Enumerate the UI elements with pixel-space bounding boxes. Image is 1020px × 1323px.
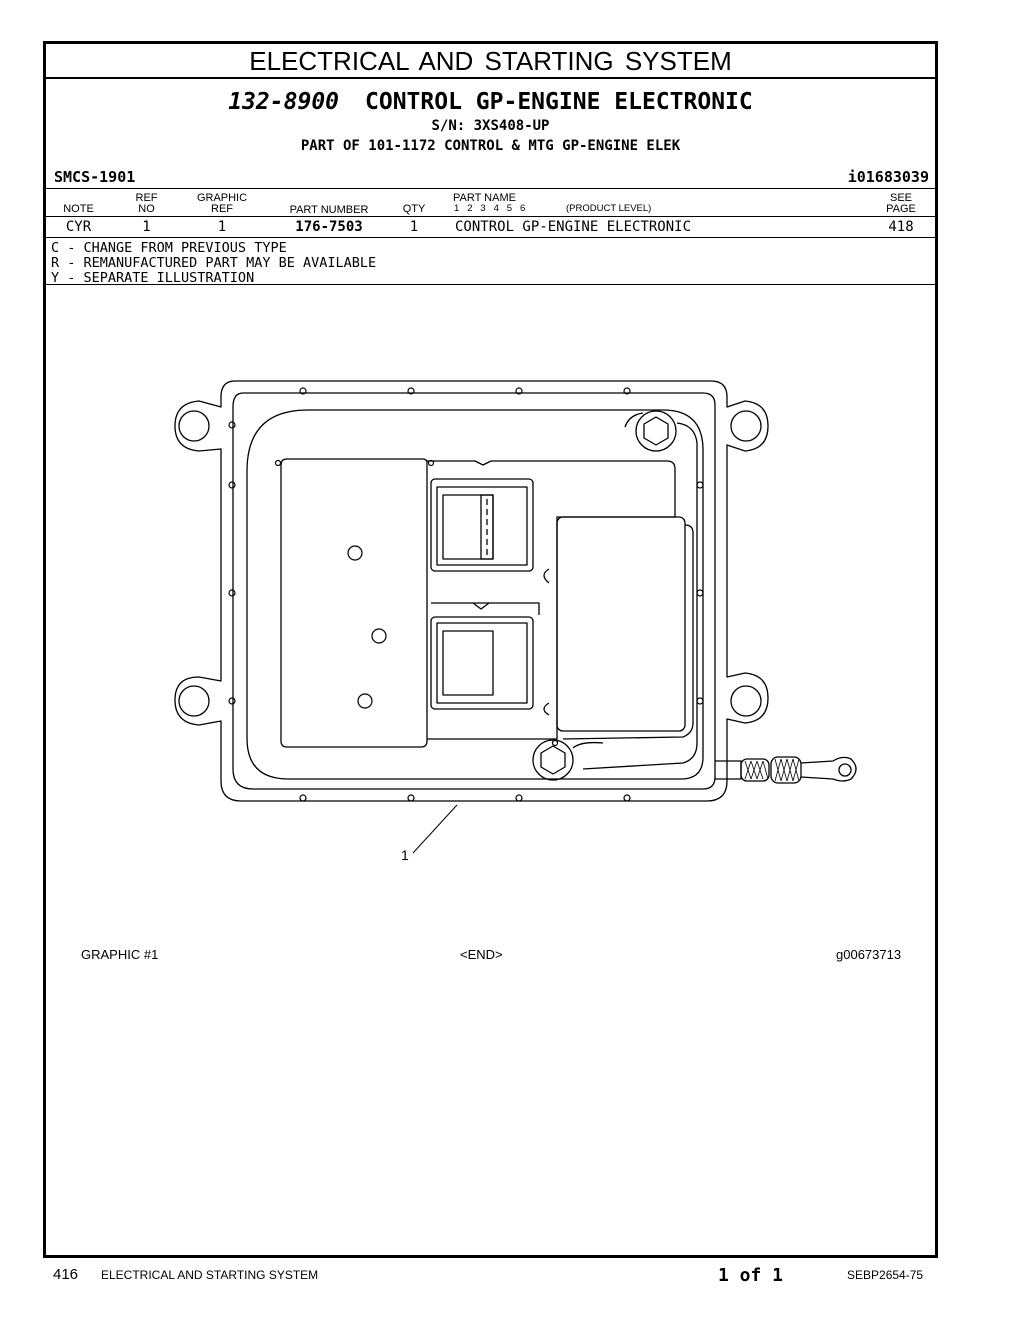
col-graphic-header-1: GRAPHIC [196,192,248,204]
col-see-page-header-2: PAGE [886,203,916,215]
group-part-number: 132-8900 [228,89,340,115]
table-bottom-rule [46,237,935,238]
row-note: CYR [65,219,92,235]
col-part-number-header: PART NUMBER [289,204,369,216]
table-header-rule [46,216,935,217]
legend-bottom-rule [46,284,935,285]
col-part-name-header: PART NAME [453,192,516,204]
serial-number: S/N: 3XS408-UP [431,118,550,134]
col-qty-header: QTY [402,203,426,215]
callout-label: 1 [401,847,409,863]
legend-item-y: Y - SEPARATE ILLUSTRATION [51,270,255,286]
col-levels-header: 1 2 3 4 5 6 [454,203,526,214]
row-graphic-ref: 1 [217,219,227,235]
col-graphic-header-2: REF [211,203,233,215]
page-number: 416 [53,1266,79,1283]
row-part-number[interactable]: 176-7503 [295,219,363,235]
row-part-name: CONTROL GP-ENGINE ELECTRONIC [455,219,692,235]
legend-item-r: R - REMANUFACTURED PART MAY BE AVAILABLE [51,255,377,271]
ecm-illustration [174,380,857,854]
smcs-code: SMCS-1901 [54,168,136,186]
col-ref-header-1: REF [135,192,158,204]
col-note-header: NOTE [63,203,94,215]
col-product-level-header: (PRODUCT LEVEL) [566,203,652,214]
table-top-rule [46,188,935,189]
doc-id: SEBP2654-75 [847,1268,924,1282]
row-see-page[interactable]: 418 [888,219,914,235]
graphic-id: g00673713 [836,947,902,962]
document-ident: i01683039 [847,168,929,186]
page-of: 1 of 1 [718,1265,784,1286]
legend: C - CHANGE FROM PREVIOUS TYPE R - REMANU… [51,241,376,286]
row-qty: 1 [409,219,419,235]
footer-section: ELECTRICAL AND STARTING SYSTEM [101,1268,319,1282]
col-ref-header-2: NO [138,203,155,215]
legend-item-c: C - CHANGE FROM PREVIOUS TYPE [51,240,287,256]
end-marker: <END> [460,947,503,962]
part-heading: 132-8900 CONTROL GP-ENGINE ELECTRONIC [46,89,935,115]
part-of-line: PART OF 101-1172 CONTROL & MTG GP-ENGINE… [300,138,681,154]
graphic-number: GRAPHIC #1 [81,947,159,962]
group-part-name: CONTROL GP-ENGINE ELECTRONIC [365,89,753,115]
row-ref-no: 1 [142,219,151,235]
section-title: ELECTRICAL AND STARTING SYSTEM [46,44,935,79]
col-see-page-header-1: SEE [889,192,912,204]
